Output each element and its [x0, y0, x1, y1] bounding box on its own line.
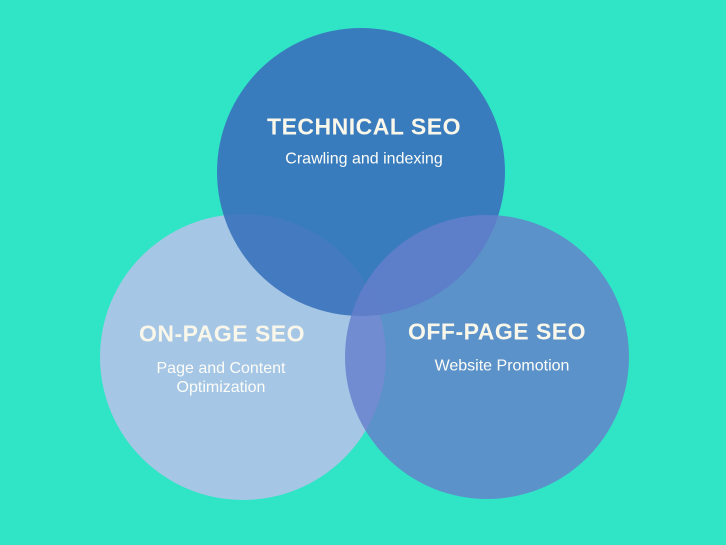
- off-page-seo-title: OFF-PAGE SEO: [407, 318, 587, 345]
- off-page-seo-description: Website Promotion: [434, 357, 570, 375]
- off-page-seo-circle: [345, 215, 629, 499]
- on-page-seo-title: ON-PAGE SEO: [138, 320, 306, 347]
- technical-seo-title: TECHNICAL SEO: [267, 113, 461, 140]
- on-page-seo-description: Page and Content Optimization: [156, 360, 286, 396]
- technical-seo-description: Crawling and indexing: [285, 150, 443, 168]
